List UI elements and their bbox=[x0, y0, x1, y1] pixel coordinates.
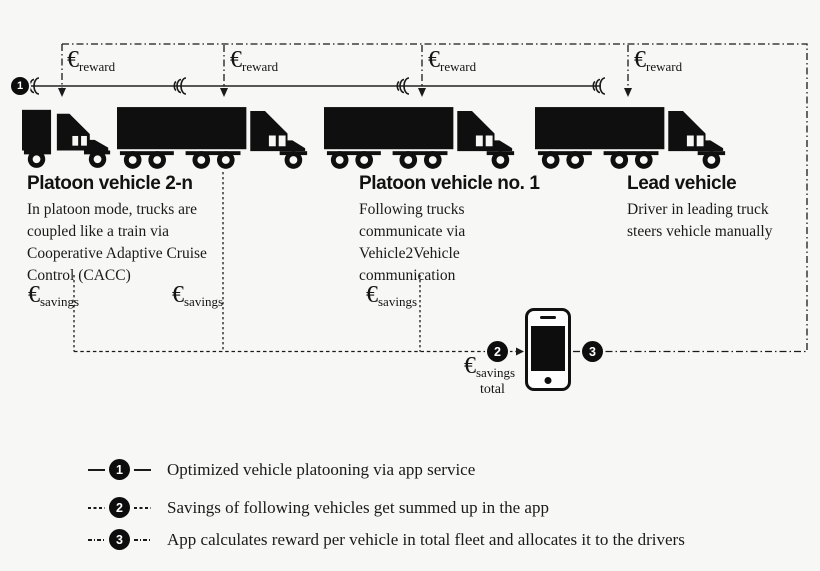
phone-screen bbox=[531, 326, 565, 371]
marker-number: 2 bbox=[494, 344, 501, 359]
truck-partial-icon bbox=[22, 109, 111, 168]
vehicle-no1-title: Platoon vehicle no. 1 bbox=[359, 173, 540, 194]
legend-line-dashed bbox=[134, 506, 151, 509]
legend-line-solid bbox=[134, 468, 151, 471]
vehicle-2n-block: Platoon vehicle 2-n In platoon mode, tru… bbox=[27, 173, 252, 287]
reward-label: €reward bbox=[230, 47, 279, 75]
legend-text: Optimized vehicle platooning via app ser… bbox=[167, 459, 476, 479]
marker-number: 1 bbox=[16, 80, 24, 92]
legend-line-dashdot bbox=[134, 538, 151, 541]
legend-item-reward: 3 App calculates reward per vehicle in t… bbox=[84, 529, 685, 550]
vehicle-no1-description: Following trucks communicate via Vehicle… bbox=[359, 201, 466, 284]
arrowhead-down bbox=[624, 88, 632, 97]
arrowhead-down bbox=[220, 88, 228, 97]
truck-icon bbox=[324, 107, 515, 169]
legend-marker-1: 1 bbox=[109, 459, 130, 480]
reward-label: €reward bbox=[67, 47, 116, 75]
arrowhead-down bbox=[58, 88, 66, 97]
vehicle-no1-block: Platoon vehicle no. 1 Following trucks c… bbox=[359, 173, 569, 287]
reward-label: €reward bbox=[428, 47, 477, 75]
smartphone-icon bbox=[525, 308, 571, 391]
savings-total-label: €savings total bbox=[464, 353, 515, 398]
legend-item-savings: 2 Savings of following vehicles get summ… bbox=[84, 497, 549, 518]
wifi-icon bbox=[592, 77, 606, 95]
marker-savings-sum: 2 bbox=[487, 341, 508, 362]
marker-reward-allocation: 3 bbox=[582, 341, 603, 362]
lead-vehicle-description: Driver in leading truck steers vehicle m… bbox=[627, 201, 773, 240]
marker-platooning: 1 bbox=[11, 77, 29, 95]
legend-text: App calculates reward per vehicle in tot… bbox=[167, 529, 685, 549]
reward-label: €reward bbox=[634, 47, 683, 75]
lead-vehicle-title: Lead vehicle bbox=[627, 173, 737, 194]
phone-home-button bbox=[544, 377, 552, 384]
legend-marker-3: 3 bbox=[109, 529, 130, 550]
wifi-icon bbox=[173, 77, 187, 95]
marker-number: 3 bbox=[589, 344, 596, 359]
lead-vehicle-block: Lead vehicle Driver in leading truck ste… bbox=[627, 173, 817, 243]
savings-label: €savings bbox=[28, 282, 79, 310]
phone-speaker bbox=[540, 316, 556, 319]
legend-line-solid bbox=[88, 468, 105, 471]
wifi-icon bbox=[396, 77, 410, 95]
arrowhead-right bbox=[516, 347, 524, 356]
reward-flow-border bbox=[62, 43, 808, 353]
vehicle-2n-title: Platoon vehicle 2-n bbox=[27, 173, 193, 194]
truck-icon bbox=[535, 107, 726, 169]
legend-text: Savings of following vehicles get summed… bbox=[167, 497, 549, 517]
legend-marker-2: 2 bbox=[109, 497, 130, 518]
legend-line-dashed bbox=[88, 506, 105, 509]
legend-item-platooning: 1 Optimized vehicle platooning via app s… bbox=[84, 459, 475, 480]
arrowhead-down bbox=[418, 88, 426, 97]
savings-label: €savings bbox=[172, 282, 223, 310]
legend-line-dashdot bbox=[88, 538, 105, 541]
savings-label: €savings bbox=[366, 282, 417, 310]
truck-icon bbox=[117, 107, 308, 169]
vehicle-2n-description: In platoon mode, trucks are coupled like… bbox=[27, 201, 207, 284]
